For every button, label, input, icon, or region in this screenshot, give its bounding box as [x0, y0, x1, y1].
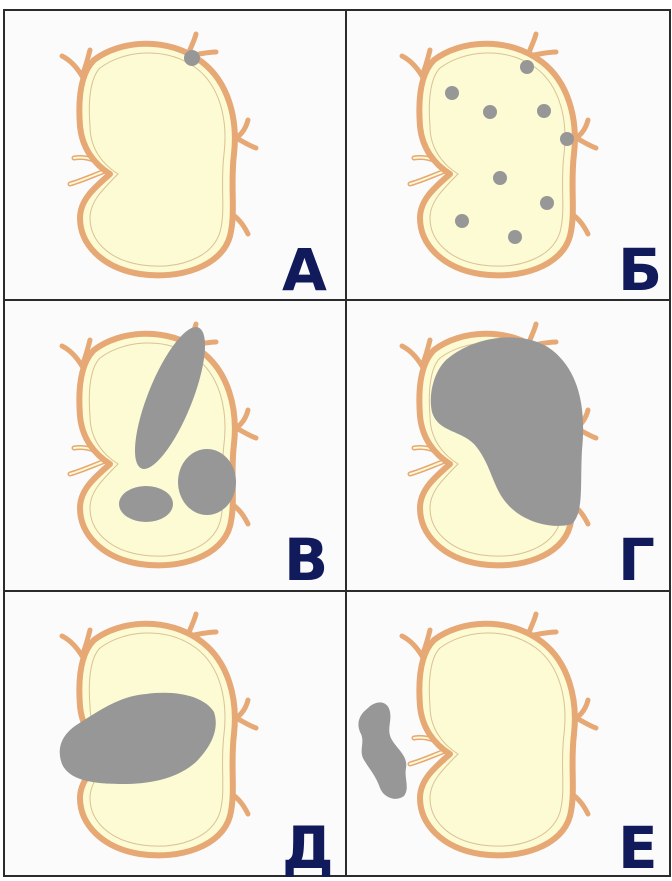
lesion-focus: [520, 60, 534, 74]
panel-letter-e: Е: [618, 814, 658, 881]
lesion-focus: [508, 230, 522, 244]
lesion-focus: [483, 105, 497, 119]
panel-letter-v: В: [284, 526, 328, 594]
panel-letter-a: А: [282, 236, 327, 304]
lesion-focus: [537, 104, 551, 118]
lesion-focus: [119, 486, 173, 522]
lesion-focus: [178, 449, 236, 515]
panel-letter-b: Б: [618, 236, 662, 304]
panel-letter-d: Д: [282, 814, 334, 881]
lesion-focus: [560, 132, 574, 146]
lesion-focus: [445, 86, 459, 100]
lesion-focus: [455, 214, 469, 228]
panel-letter-g: Г: [618, 526, 655, 594]
lesion-focus: [184, 50, 200, 66]
lesion-focus: [493, 171, 507, 185]
lesion-focus: [540, 196, 554, 210]
